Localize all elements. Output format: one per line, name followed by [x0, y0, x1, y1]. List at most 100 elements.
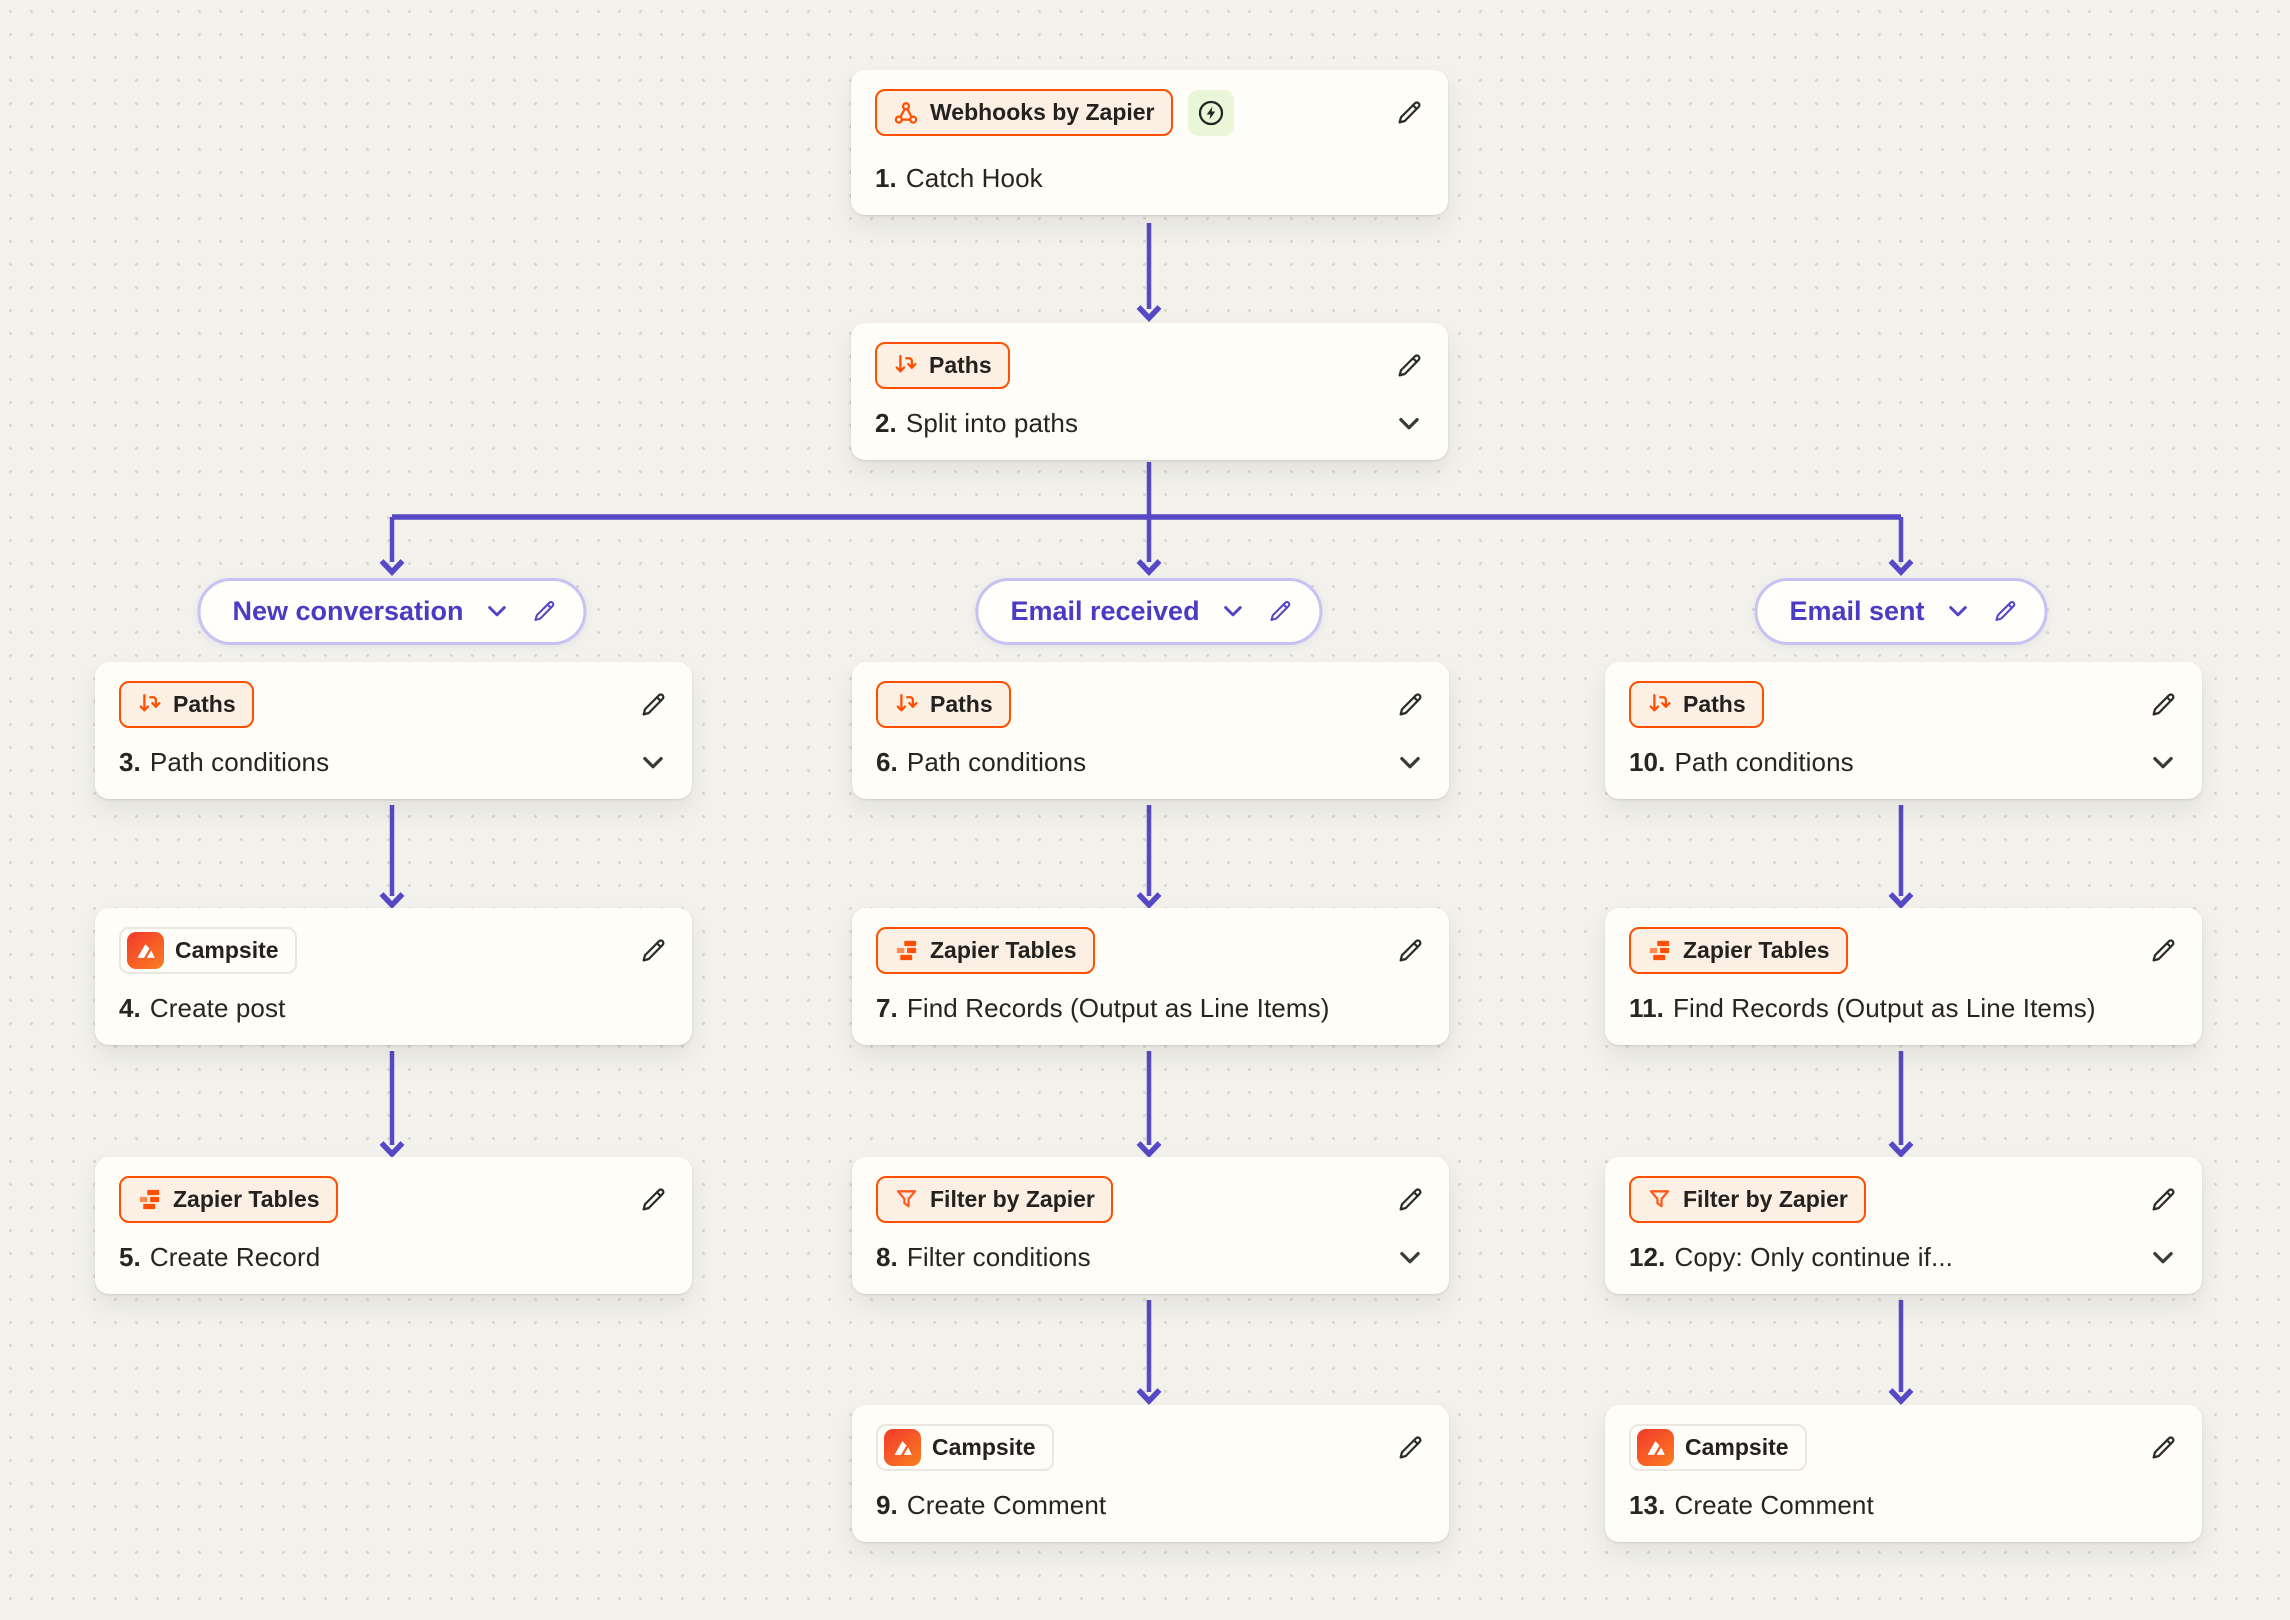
- paths-split-icon: [893, 353, 918, 378]
- step-card-10-path-conditions[interactable]: Paths 10.Path conditions: [1605, 662, 2202, 799]
- chevron-down-icon[interactable]: [1945, 598, 1972, 625]
- zapier-tables-icon: [894, 938, 919, 963]
- card-header: Paths: [875, 342, 1424, 389]
- chevron-down-icon[interactable]: [638, 748, 668, 778]
- step-card-3-path-conditions[interactable]: Paths 3.Path conditions: [95, 662, 692, 799]
- app-badge-campsite[interactable]: Campsite: [1629, 1424, 1807, 1471]
- app-badge-zapier-tables[interactable]: Zapier Tables: [119, 1176, 338, 1223]
- edit-pencil-icon[interactable]: [1395, 1185, 1425, 1215]
- app-badge-paths[interactable]: Paths: [875, 342, 1010, 389]
- card-header: Paths: [876, 681, 1425, 728]
- edit-pencil-icon[interactable]: [1267, 598, 1294, 625]
- edit-pencil-icon[interactable]: [531, 598, 558, 625]
- edit-pencil-icon[interactable]: [638, 1185, 668, 1215]
- app-badge-paths[interactable]: Paths: [876, 681, 1011, 728]
- edit-pencil-icon[interactable]: [638, 936, 668, 966]
- branch-label: New conversation: [232, 596, 464, 626]
- card-header: Zapier Tables: [876, 927, 1425, 974]
- card-header: Zapier Tables: [1629, 927, 2178, 974]
- app-badge-label: Webhooks by Zapier: [930, 99, 1155, 125]
- step-card-7-find-records[interactable]: Zapier Tables 7.Find Records (Output as …: [852, 908, 1449, 1045]
- step-card-8-filter-conditions[interactable]: Filter by Zapier 8.Filter conditions: [852, 1157, 1449, 1294]
- branch-pill-new-conversation[interactable]: New conversation: [197, 578, 587, 645]
- campsite-icon: [1637, 1429, 1674, 1466]
- step-card-2-split-into-paths[interactable]: Paths 2.Split into paths: [851, 323, 1448, 460]
- card-header: Paths: [1629, 681, 2178, 728]
- card-header: Zapier Tables: [119, 1176, 668, 1223]
- step-title: 6.Path conditions: [876, 747, 1087, 777]
- app-badge-label: Filter by Zapier: [1683, 1186, 1848, 1212]
- chevron-down-icon[interactable]: [1395, 748, 1425, 778]
- edit-pencil-icon[interactable]: [2148, 690, 2178, 720]
- step-title: 3.Path conditions: [119, 747, 330, 777]
- instant-trigger-badge: [1187, 89, 1234, 136]
- paths-split-icon: [894, 692, 919, 717]
- card-header: Paths: [119, 681, 668, 728]
- card-header: Filter by Zapier: [1629, 1176, 2178, 1223]
- app-badge-webhooks[interactable]: Webhooks by Zapier: [875, 89, 1173, 136]
- edit-pencil-icon[interactable]: [1394, 98, 1424, 128]
- chevron-down-icon[interactable]: [484, 598, 511, 625]
- edit-pencil-icon[interactable]: [1395, 690, 1425, 720]
- step-title: 11.Find Records (Output as Line Items): [1629, 993, 2096, 1023]
- zapier-tables-icon: [137, 1187, 162, 1212]
- campsite-icon: [127, 932, 164, 969]
- filter-funnel-icon: [894, 1187, 919, 1212]
- app-badge-label: Zapier Tables: [1683, 937, 1830, 963]
- step-card-13-create-comment[interactable]: Campsite 13.Create Comment: [1605, 1405, 2202, 1542]
- branch-pill-email-received[interactable]: Email received: [975, 578, 1323, 645]
- chevron-down-icon[interactable]: [2148, 748, 2178, 778]
- edit-pencil-icon[interactable]: [2148, 1185, 2178, 1215]
- edit-pencil-icon[interactable]: [1394, 351, 1424, 381]
- card-header: Campsite: [119, 927, 668, 974]
- chevron-down-icon[interactable]: [1395, 1243, 1425, 1273]
- paths-split-icon: [137, 692, 162, 717]
- paths-split-icon: [1647, 692, 1672, 717]
- step-card-4-create-post[interactable]: Campsite 4.Create post: [95, 908, 692, 1045]
- step-title: 8.Filter conditions: [876, 1242, 1091, 1272]
- branch-pill-email-sent[interactable]: Email sent: [1754, 578, 2048, 645]
- step-title: 10.Path conditions: [1629, 747, 1854, 777]
- edit-pencil-icon[interactable]: [1395, 1433, 1425, 1463]
- edit-pencil-icon[interactable]: [2148, 936, 2178, 966]
- app-badge-label: Zapier Tables: [173, 1186, 320, 1212]
- app-badge-filter[interactable]: Filter by Zapier: [1629, 1176, 1866, 1223]
- chevron-down-icon[interactable]: [2148, 1243, 2178, 1273]
- app-badge-label: Campsite: [932, 1434, 1036, 1460]
- edit-pencil-icon[interactable]: [638, 690, 668, 720]
- lightning-icon: [1196, 98, 1226, 128]
- step-card-6-path-conditions[interactable]: Paths 6.Path conditions: [852, 662, 1449, 799]
- app-badge-filter[interactable]: Filter by Zapier: [876, 1176, 1113, 1223]
- step-card-1-catch-hook[interactable]: Webhooks by Zapier 1.Catch Hook: [851, 70, 1448, 215]
- step-card-11-find-records[interactable]: Zapier Tables 11.Find Records (Output as…: [1605, 908, 2202, 1045]
- campsite-icon: [884, 1429, 921, 1466]
- app-badge-zapier-tables[interactable]: Zapier Tables: [1629, 927, 1848, 974]
- app-badge-label: Campsite: [1685, 1434, 1789, 1460]
- edit-pencil-icon[interactable]: [1395, 936, 1425, 966]
- step-title: 12.Copy: Only continue if...: [1629, 1242, 1953, 1272]
- chevron-down-icon[interactable]: [1220, 598, 1247, 625]
- edit-pencil-icon[interactable]: [1992, 598, 2019, 625]
- chevron-down-icon[interactable]: [1394, 409, 1424, 439]
- step-card-12-copy-only-continue-if[interactable]: Filter by Zapier 12.Copy: Only continue …: [1605, 1157, 2202, 1294]
- step-card-5-create-record[interactable]: Zapier Tables 5.Create Record: [95, 1157, 692, 1294]
- app-badge-label: Filter by Zapier: [930, 1186, 1095, 1212]
- app-badge-label: Paths: [930, 691, 993, 717]
- app-badge-campsite[interactable]: Campsite: [876, 1424, 1054, 1471]
- step-card-9-create-comment[interactable]: Campsite 9.Create Comment: [852, 1405, 1449, 1542]
- step-title: 4.Create post: [119, 993, 286, 1023]
- app-badge-zapier-tables[interactable]: Zapier Tables: [876, 927, 1095, 974]
- card-header: Campsite: [1629, 1424, 2178, 1471]
- edit-pencil-icon[interactable]: [2148, 1433, 2178, 1463]
- app-badge-paths[interactable]: Paths: [119, 681, 254, 728]
- app-badge-label: Zapier Tables: [930, 937, 1077, 963]
- app-badge-campsite[interactable]: Campsite: [119, 927, 297, 974]
- app-badge-paths[interactable]: Paths: [1629, 681, 1764, 728]
- app-badge-label: Paths: [1683, 691, 1746, 717]
- app-badge-label: Paths: [929, 352, 992, 378]
- step-title: 1.Catch Hook: [875, 163, 1043, 193]
- step-title: 9.Create Comment: [876, 1490, 1107, 1520]
- step-title: 5.Create Record: [119, 1242, 321, 1272]
